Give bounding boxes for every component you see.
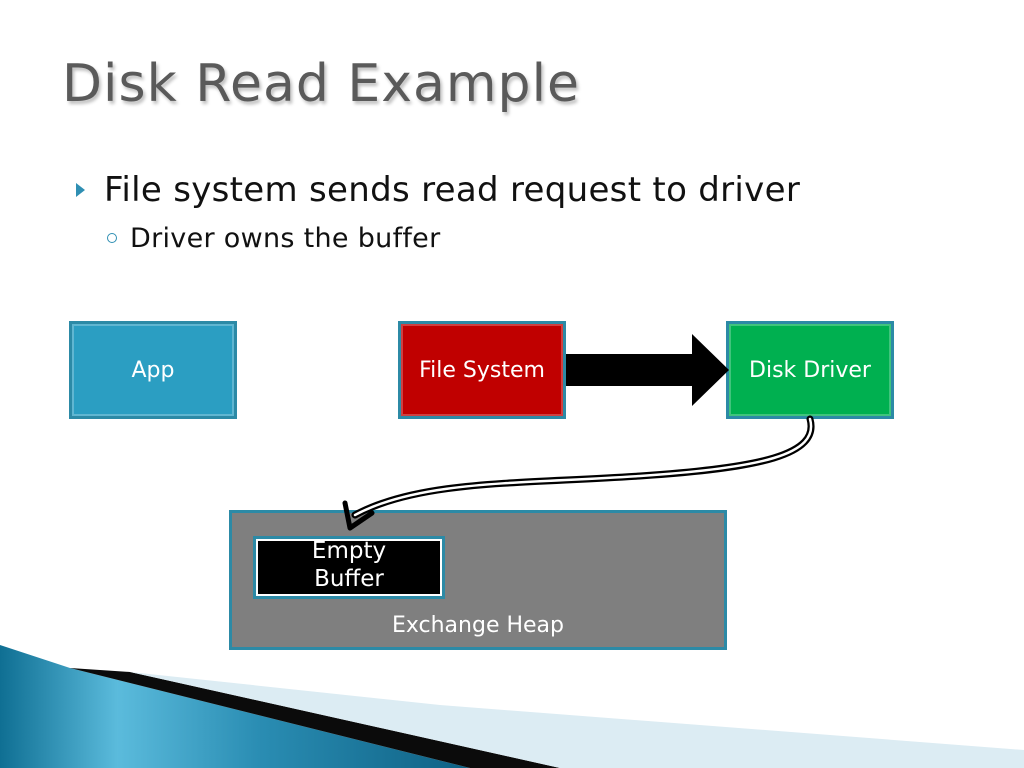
empty-buffer-label-line1: Empty xyxy=(311,537,387,564)
bullet-item: File system sends read request to driver xyxy=(76,170,800,210)
bullet-text: File system sends read request to driver xyxy=(104,170,801,210)
bullet-arrow-icon xyxy=(76,183,85,197)
empty-buffer-box: Empty Buffer xyxy=(253,536,445,599)
file-system-box: File System xyxy=(398,321,566,419)
app-box: App xyxy=(69,321,237,419)
circle-bullet-icon xyxy=(107,233,117,243)
sub-bullet-item: Driver owns the buffer xyxy=(107,222,441,254)
app-label: App xyxy=(131,357,175,383)
request-arrow xyxy=(566,334,729,406)
disk-driver-label: Disk Driver xyxy=(749,357,871,383)
sub-bullet-text: Driver owns the buffer xyxy=(130,222,441,254)
empty-buffer-label: Empty Buffer xyxy=(312,537,386,593)
exchange-heap-label: Exchange Heap xyxy=(391,613,564,638)
empty-buffer-label-line2: Buffer xyxy=(314,565,384,592)
curved-arrow xyxy=(342,415,815,531)
disk-driver-box: Disk Driver xyxy=(726,321,894,419)
slide-title: Disk Read Example xyxy=(62,54,581,114)
file-system-label: File System xyxy=(419,357,545,383)
